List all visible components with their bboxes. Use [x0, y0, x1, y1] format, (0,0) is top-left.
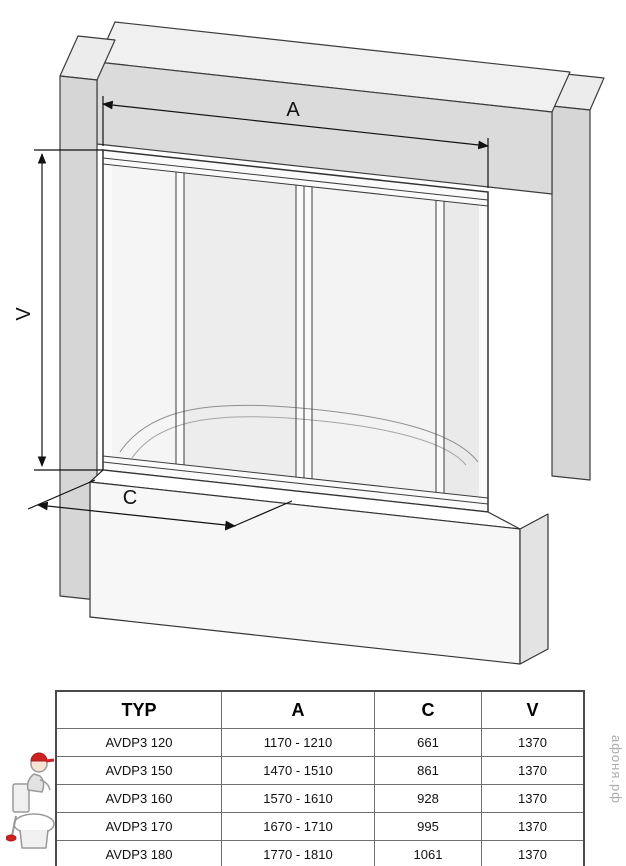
- table-row: AVDP3 180 1770 - 1810 1061 1370: [55, 840, 585, 866]
- tub-rim-seen-through-glass-outer: [119, 404, 479, 463]
- cell-a: 1170 - 1210: [221, 728, 375, 757]
- glass-pane-4: [444, 201, 479, 497]
- glass-pane-1: [112, 165, 176, 464]
- table-row: AVDP3 150 1470 - 1510 861 1370: [55, 756, 585, 785]
- dimension-v: [34, 149, 103, 471]
- cell-typ: AVDP3 170: [55, 812, 222, 841]
- plumber-logo-icon: [5, 752, 55, 849]
- dim-a-arrow-line: [101, 100, 490, 150]
- cell-typ: AVDP3 160: [55, 784, 222, 813]
- shower-screen-diagram: A V C: [13, 21, 605, 665]
- cell-a: 1770 - 1810: [221, 840, 375, 866]
- table-row: AVDP3 120 1170 - 1210 661 1370: [55, 728, 585, 757]
- cell-v: 1370: [481, 756, 585, 785]
- tub-apron-side: [519, 513, 549, 665]
- dimension-c: [27, 479, 293, 531]
- cell-a: 1570 - 1610: [221, 784, 375, 813]
- site-watermark-text: афоня.рф: [609, 735, 624, 804]
- diagram-svg: A V C: [13, 21, 605, 665]
- cell-v: 1370: [481, 728, 585, 757]
- dimensions-table: TYP A C V AVDP3 120 1170 - 1210 661 1370…: [55, 690, 585, 866]
- dimension-a: [101, 96, 490, 188]
- table-row: AVDP3 170 1670 - 1710 995 1370: [55, 812, 585, 841]
- right-wall-front-face: [551, 105, 591, 481]
- cell-c: 995: [374, 812, 482, 841]
- cell-v: 1370: [481, 784, 585, 813]
- cell-c: 1061: [374, 840, 482, 866]
- cell-v: 1370: [481, 840, 585, 866]
- cell-v: 1370: [481, 812, 585, 841]
- col-header-v: V: [481, 690, 585, 729]
- dim-c-label: C: [123, 487, 137, 509]
- dim-a-label: A: [286, 99, 300, 121]
- cell-typ: AVDP3 180: [55, 840, 222, 866]
- dim-c-extension-right: [224, 500, 293, 531]
- glass-pane-2: [184, 173, 296, 477]
- cell-typ: AVDP3 120: [55, 728, 222, 757]
- col-header-typ: TYP: [55, 690, 222, 729]
- col-header-a: A: [221, 690, 375, 729]
- cell-c: 861: [374, 756, 482, 785]
- glass-pane-3: [312, 187, 436, 492]
- dim-c-arrow-line: [36, 501, 237, 530]
- watermark-logo: [5, 746, 64, 860]
- cell-typ: AVDP3 150: [55, 756, 222, 785]
- room-structure: [59, 21, 605, 601]
- col-header-c: C: [374, 690, 482, 729]
- cell-c: 661: [374, 728, 482, 757]
- screen-panel-stiles: [175, 172, 445, 493]
- dim-v-label: V: [13, 307, 35, 321]
- table-row: AVDP3 160 1570 - 1610 928 1370: [55, 784, 585, 813]
- cell-a: 1670 - 1710: [221, 812, 375, 841]
- cell-c: 928: [374, 784, 482, 813]
- table-header-row: TYP A C V: [55, 690, 585, 729]
- cell-a: 1470 - 1510: [221, 756, 375, 785]
- sliding-screen: [102, 149, 489, 513]
